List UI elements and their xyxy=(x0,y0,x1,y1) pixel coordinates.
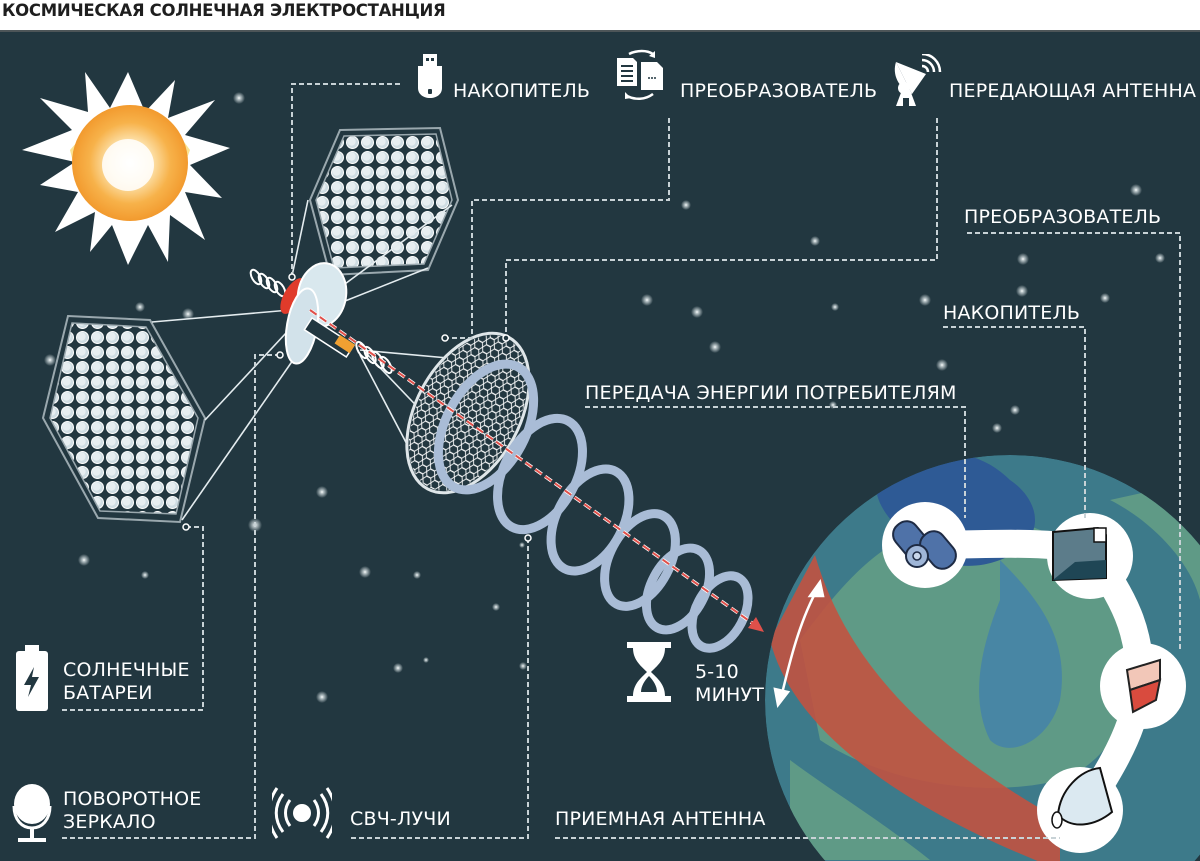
usb-storage-icon xyxy=(418,54,442,98)
stars xyxy=(44,92,1165,703)
converter-block-icon xyxy=(1052,526,1107,582)
label-converter-right: ПРЕОБРАЗОВАТЕЛЬ xyxy=(964,206,1162,228)
mirror-icon xyxy=(12,784,52,842)
coverage-arrow xyxy=(773,578,825,708)
battery-icon xyxy=(16,645,48,711)
label-energy-transfer: ПЕРЕДАЧА ЭНЕРГИИ ПОТРЕБИТЕЛЯМ xyxy=(585,382,957,404)
solar-panel-left xyxy=(41,314,207,524)
satellite-dish-icon xyxy=(894,54,942,106)
page-title: КОСМИЧЕСКАЯ СОЛНЕЧНАЯ ЭЛЕКТРОСТАНЦИЯ xyxy=(2,1,446,20)
storage-cylinders-icon xyxy=(892,520,957,570)
earth-globe xyxy=(765,455,1200,861)
title-divider xyxy=(0,30,1200,32)
connector-endpoints xyxy=(182,273,532,542)
label-rotating-mirror-line1: ПОВОРОТНОЕ xyxy=(63,788,202,810)
ground-station-chain xyxy=(882,502,1186,853)
infographic-canvas: НАКОПИТЕЛЬ ПРЕОБРАЗОВАТЕЛЬ ПЕРЕДАЮЩАЯ АН… xyxy=(0,32,1200,861)
label-microwave-beams: СВЧ-ЛУЧИ xyxy=(350,808,451,830)
converter-icon xyxy=(617,49,663,100)
label-solar-panels-line2: БАТАРЕИ xyxy=(63,682,153,704)
time-value: 5-10 xyxy=(695,661,739,683)
power-unit-icon xyxy=(1125,658,1162,714)
label-converter-top: ПРЕОБРАЗОВАТЕЛЬ xyxy=(680,80,878,102)
hourglass-icon xyxy=(627,642,671,702)
beam-arrow-head xyxy=(748,617,764,632)
microwave-waves-icon xyxy=(272,787,332,839)
label-receiving-antenna: ПРИЕМНАЯ АНТЕННА xyxy=(555,808,766,830)
solar-panel-top xyxy=(308,126,460,277)
label-storage-top: НАКОПИТЕЛЬ xyxy=(453,80,591,102)
label-storage-right: НАКОПИТЕЛЬ xyxy=(943,302,1081,324)
label-rotating-mirror-line2: ЗЕРКАЛО xyxy=(63,811,156,833)
label-transmitting-antenna: ПЕРЕДАЮЩАЯ АНТЕННА xyxy=(949,80,1197,102)
illustration xyxy=(22,72,1200,861)
sun-illustration xyxy=(22,72,230,265)
time-unit: МИНУТ xyxy=(695,684,765,706)
label-connectors xyxy=(60,83,1181,839)
title-bar: КОСМИЧЕСКАЯ СОЛНЕЧНАЯ ЭЛЕКТРОСТАНЦИЯ xyxy=(0,0,1200,30)
receiving-dish-icon xyxy=(1051,766,1114,829)
label-solar-panels-line1: СОЛНЕЧНЫЕ xyxy=(63,659,190,681)
